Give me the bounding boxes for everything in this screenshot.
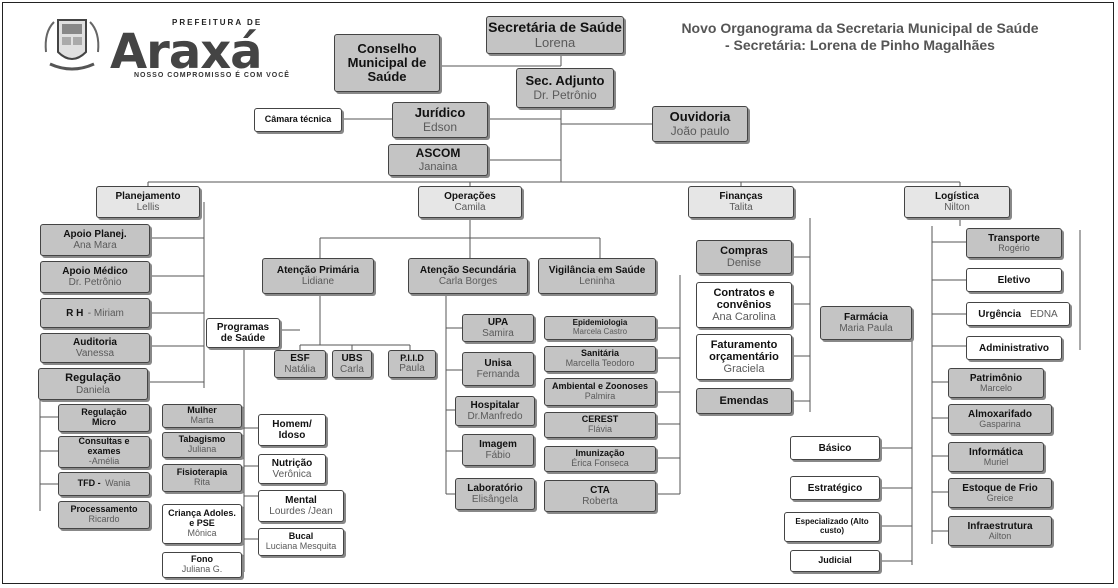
node-urgencia: Urgência EDNA <box>966 302 1070 326</box>
node-camara: Câmara técnica <box>254 108 342 132</box>
logo-prefix: PREFEITURA DE <box>172 18 263 27</box>
node-estrategico: Estratégico <box>790 476 880 500</box>
node-consultas: Consultas e exames-Amélia <box>58 436 150 468</box>
node-emendas: Emendas <box>696 388 792 414</box>
city-seal-icon <box>44 19 100 71</box>
araxa-logo: PREFEITURA DE Araxá NOSSO COMPROMISSO É … <box>38 12 308 84</box>
node-apoio-planej: Apoio Planej.Ana Mara <box>40 224 150 256</box>
node-judicial: Judicial <box>790 550 880 572</box>
node-programas: Programas de Saúde <box>206 318 280 348</box>
node-basico: Básico <box>790 436 880 460</box>
node-administrativo: Administrativo <box>966 336 1062 360</box>
node-conselho: Conselho Municipal de Saúde <box>334 34 440 92</box>
logo-city-name: Araxá <box>110 24 263 80</box>
node-rh: R H - Miriam <box>40 298 150 328</box>
node-especializado: Especializado (Alto custo) <box>784 512 880 542</box>
node-homem: Homem/ Idoso <box>258 414 326 446</box>
node-regulacao-micro: Regulação Micro <box>58 404 150 432</box>
logo-slogan: NOSSO COMPROMISSO É COM VOCÊ <box>134 72 290 79</box>
node-eletivo: Eletivo <box>966 268 1062 292</box>
node-tfd: TFD - Wania <box>58 472 150 496</box>
chart-title: Novo Organograma da Secretaria Municipal… <box>681 20 1039 53</box>
